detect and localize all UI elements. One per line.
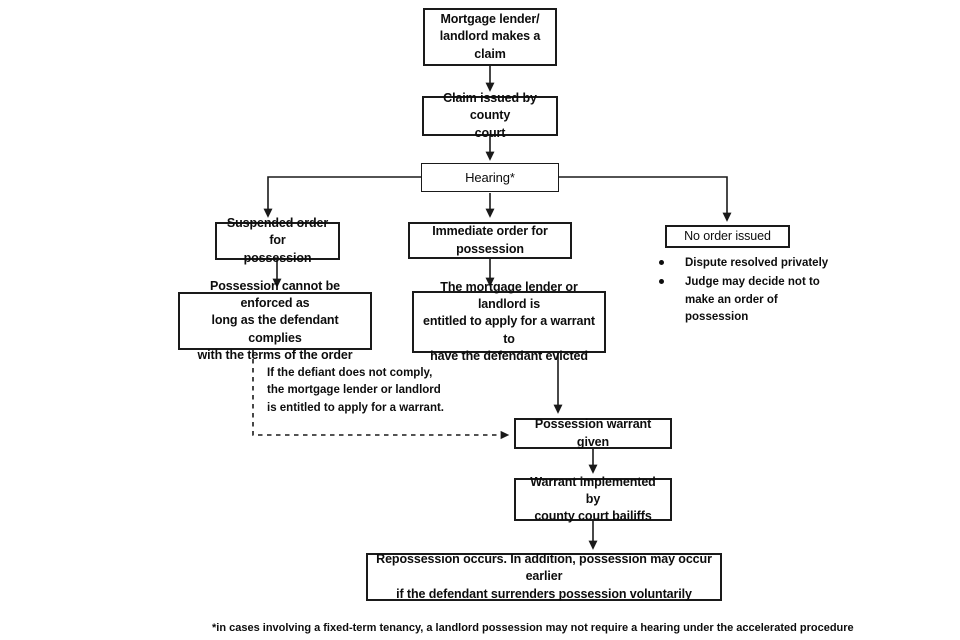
node-possession-cannot-be-enforced[interactable]: Possession cannot be enforced as long as… xyxy=(178,279,372,362)
edge-hearing-to-no-order xyxy=(559,176,732,222)
node-entitled-to-apply-warrant[interactable]: The mortgage lender or landlord is entit… xyxy=(412,280,606,363)
node-label: Possession cannot be enforced as long as… xyxy=(197,278,353,362)
node-immediate-order[interactable]: Immediate order for possession xyxy=(408,222,572,259)
node-label: Warrant implemented by county court bail… xyxy=(530,474,656,524)
node-label: Mortgage lender/ landlord makes a claim xyxy=(439,12,541,61)
dashed-edge-note: If the defiant does not comply, the mort… xyxy=(267,367,445,414)
node-repossession-occurs[interactable]: Repossession occurs. In addition, posses… xyxy=(366,552,722,601)
node-label: Immediate order for possession xyxy=(432,224,548,256)
list-item-label: Dispute resolved privately xyxy=(685,257,829,269)
bullet-icon xyxy=(659,260,664,265)
list-item: Judge may decide not to make an order of… xyxy=(655,274,835,326)
node-hearing[interactable]: Hearing* xyxy=(421,163,559,192)
edge-hearing-to-suspended xyxy=(263,176,421,218)
node-possession-warrant-given[interactable]: Possession warrant given xyxy=(514,417,672,449)
node-label: No order issued xyxy=(684,228,771,243)
node-no-order-issued[interactable]: No order issued xyxy=(665,225,790,248)
node-label: Claim issued by county court xyxy=(443,91,537,140)
node-suspended-order[interactable]: Suspended order for possession xyxy=(215,216,340,265)
footnote-text: *in cases involving a fixed-term tenancy… xyxy=(212,622,854,634)
bullet-icon xyxy=(659,279,664,285)
node-label: The mortgage lender or landlord is entit… xyxy=(423,279,595,363)
node-label: Suspended order for possession xyxy=(226,216,329,265)
node-label: Possession warrant given xyxy=(534,417,652,449)
node-claim-issued[interactable]: Claim issued by county court xyxy=(422,91,558,140)
list-item-label: Judge may decide not to make an order of… xyxy=(685,276,820,323)
no-order-outcomes-list: Dispute resolved privately Judge may dec… xyxy=(655,255,835,328)
list-item: Dispute resolved privately xyxy=(655,255,835,272)
node-warrant-implemented[interactable]: Warrant implemented by county court bail… xyxy=(514,475,672,523)
node-label: Hearing* xyxy=(465,169,515,185)
node-label: Repossession occurs. In addition, posses… xyxy=(376,552,712,601)
node-mortgage-claim[interactable]: Mortgage lender/ landlord makes a claim xyxy=(423,8,557,66)
